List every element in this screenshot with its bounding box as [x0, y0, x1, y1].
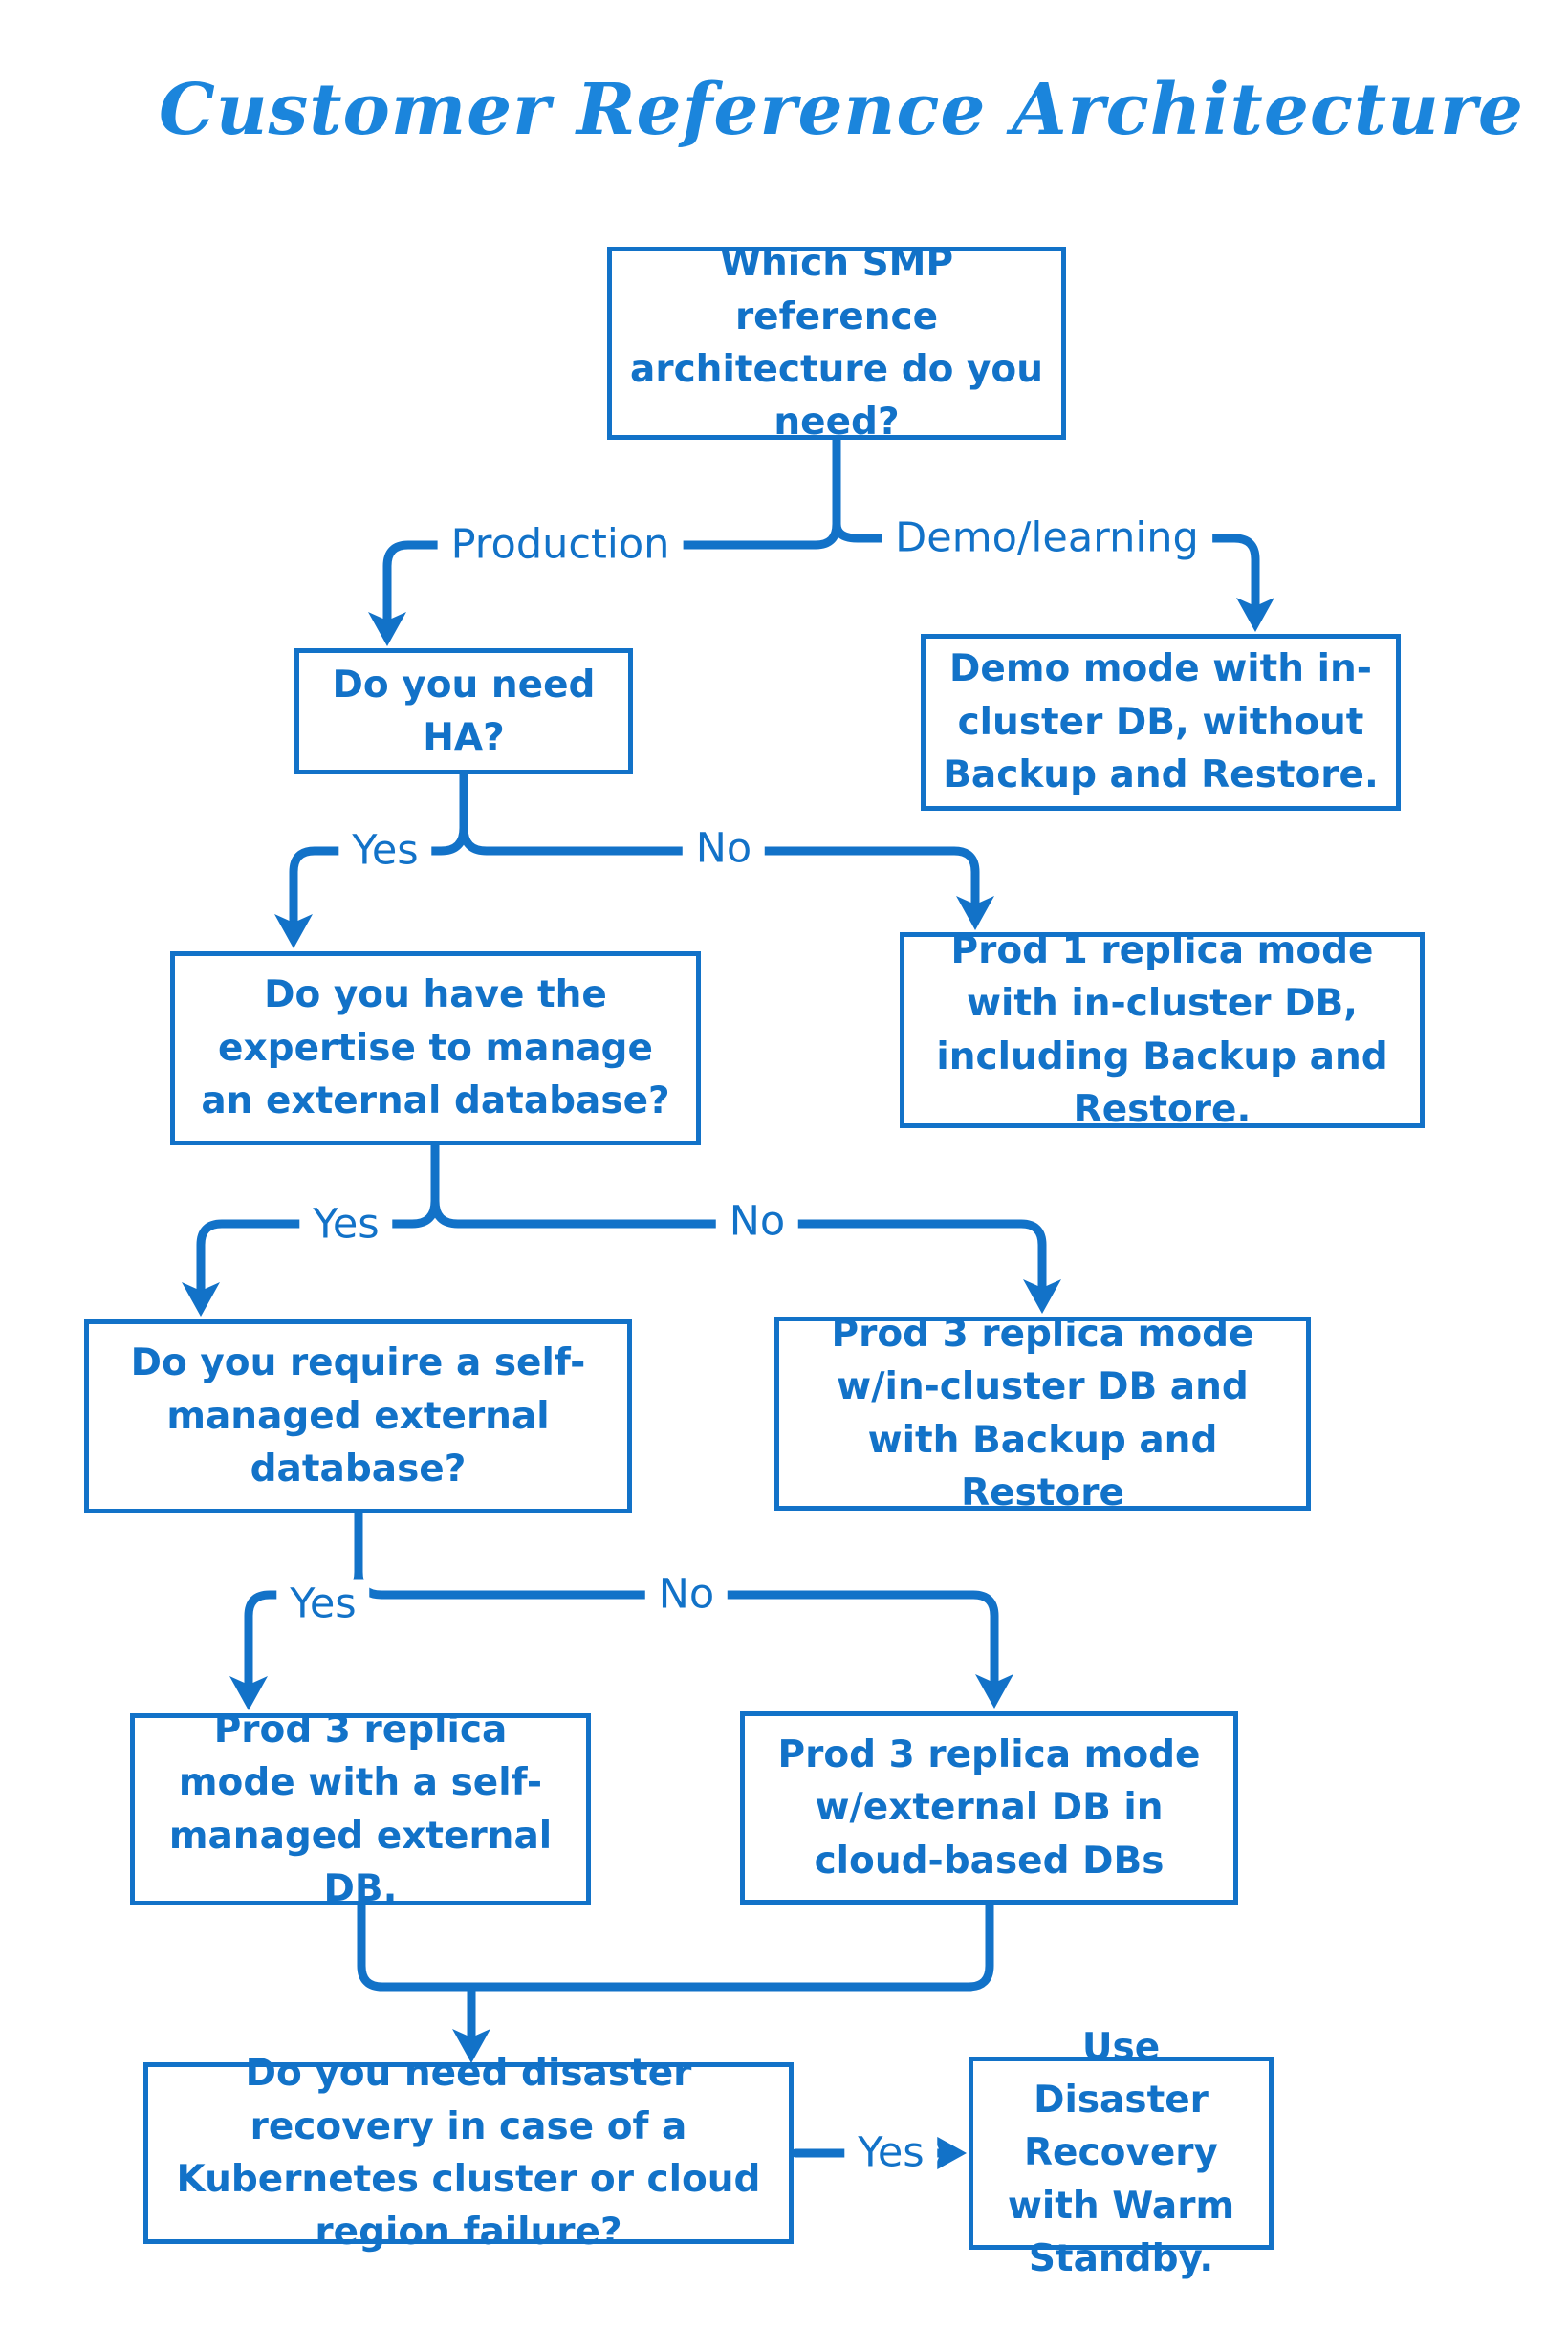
node-result-prod3-cloud: Prod 3 replica mode w/external DB in clo…	[740, 1711, 1238, 1905]
arrowhead-no1	[956, 896, 994, 930]
edge-production-line	[382, 519, 841, 628]
edge-label-production: Production	[437, 520, 684, 570]
page-title: Customer Reference Architecture	[158, 69, 1525, 151]
arrowhead-production	[368, 612, 406, 646]
edge-merge-line	[357, 1900, 994, 1992]
arrowhead-merge	[452, 2029, 490, 2063]
node-result-prod1-incluster: Prod 1 replica mode with in-cluster DB, …	[900, 929, 1425, 1131]
node-result-warm-standby: Use Disaster Recovery with Warm Standby.	[969, 2026, 1274, 2280]
edge-yes1-line	[289, 823, 468, 928]
edge-demo-line	[832, 519, 1260, 613]
edge-label-demo-learning: Demo/learning	[882, 513, 1212, 563]
arrowhead-yes4	[932, 2134, 967, 2172]
node-result-prod3-incluster: Prod 3 replica mode w/in-cluster DB and …	[774, 1313, 1311, 1514]
edge-label-no-2: No	[715, 1197, 799, 1247]
edge-no2-line	[430, 1196, 1047, 1296]
arrowhead-no3	[975, 1674, 1013, 1709]
arrowhead-no2	[1023, 1279, 1061, 1314]
edge-label-no-3: No	[644, 1570, 729, 1620]
node-result-demo-mode: Demo mode with in-cluster DB, without Ba…	[921, 634, 1401, 811]
node-question-expertise: Do you have the expertise to manage an e…	[170, 951, 701, 1145]
edge-label-yes-4: Yes	[844, 2128, 938, 2178]
node-result-prod3-selfmanaged: Prod 3 replica mode with a self-managed …	[130, 1709, 591, 1910]
arrowhead-yes1	[274, 914, 313, 948]
edge-no1-line	[459, 823, 980, 913]
arrowhead-yes3	[229, 1676, 268, 1710]
arrowhead-demo	[1236, 598, 1274, 632]
edge-yes2-line	[196, 1196, 440, 1297]
node-question-self-managed: Do you require a self-managed external d…	[84, 1319, 632, 1513]
edge-label-no-1: No	[682, 824, 766, 874]
node-question-ha: Do you need HA?	[294, 648, 633, 774]
node-question-architecture: Which SMP reference architecture do you …	[607, 242, 1066, 444]
edge-label-yes-1: Yes	[338, 826, 432, 876]
node-question-disaster-recovery: Do you need disaster recovery in case of…	[143, 2052, 794, 2254]
edge-label-yes-3: Yes	[276, 1579, 370, 1629]
edge-label-yes-2: Yes	[299, 1200, 393, 1250]
arrowhead-yes2	[182, 1282, 220, 1317]
